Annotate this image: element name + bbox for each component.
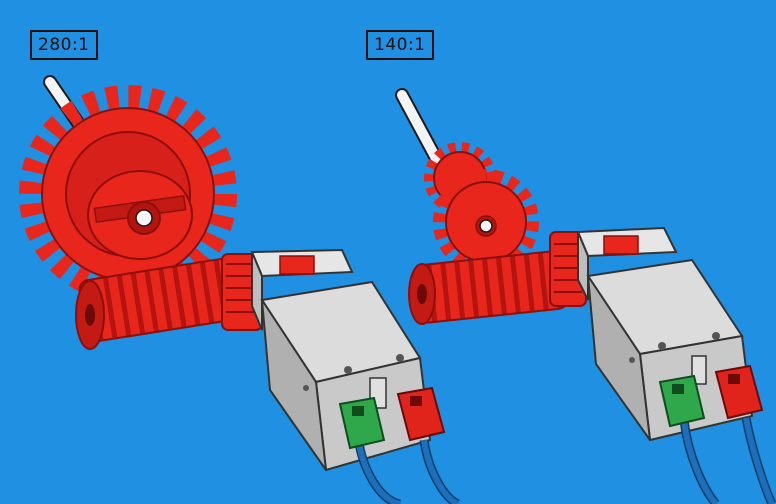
right-assembly bbox=[402, 95, 772, 504]
right-worm-shaft bbox=[409, 250, 569, 324]
left-assembly bbox=[30, 82, 458, 504]
left-motor bbox=[262, 282, 430, 470]
right-connector-red bbox=[716, 366, 772, 504]
